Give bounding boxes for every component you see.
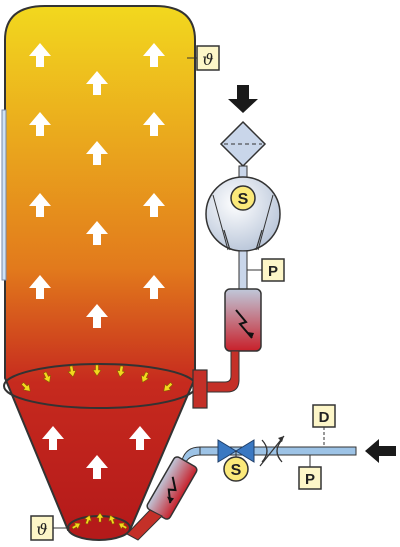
inlet-nozzle-upper: [192, 369, 208, 409]
speed-label-blower: S: [238, 191, 249, 208]
pressure-box-upper: [261, 258, 285, 282]
left-arrow-icon: [365, 439, 396, 463]
heater-lightning-icon: [224, 288, 262, 352]
temp-label-bottom: ϑ: [36, 520, 47, 539]
speed-label-valve: S: [231, 462, 242, 479]
distributor-nozzle-arrows: [20, 364, 174, 392]
bottom-nozzle-arrows: [71, 512, 128, 530]
temp-box-bottom: [30, 515, 54, 541]
speed-sensor-valve: [223, 456, 249, 482]
filter-diamond-icon: [219, 120, 267, 168]
sight-glass: [1, 109, 7, 281]
adjustable-orifice-icon: [259, 435, 285, 467]
temp-label-top: ϑ: [202, 50, 213, 69]
control-valve-icon: [217, 439, 255, 463]
pressure-box-lower: [298, 466, 322, 490]
vessel-body: [4, 5, 196, 531]
differential-label: D: [319, 409, 330, 426]
pressure-label-upper: P: [268, 263, 278, 280]
pressure-label-lower: P: [305, 471, 315, 488]
hot-pipe-lower: [126, 509, 163, 541]
down-arrow-icon: [228, 85, 258, 113]
temp-box-top: [196, 45, 220, 71]
speed-sensor-blower: [230, 185, 256, 211]
